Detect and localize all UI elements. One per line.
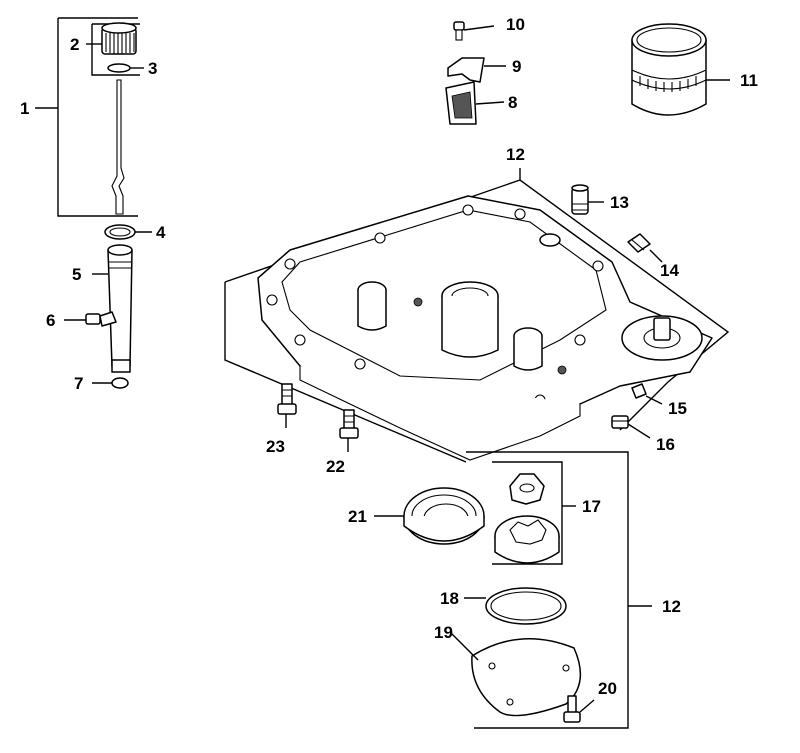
callout-labels: 1 2 3 4 5 6 7 8 9 10 11 12 12 13 14 15 1…	[20, 15, 758, 698]
callout-8: 8	[508, 93, 517, 112]
part-bolt-22	[339, 409, 359, 439]
callout-1: 1	[20, 99, 29, 118]
callout-6: 6	[46, 311, 55, 330]
part-oil-seal	[403, 487, 485, 545]
callout-22: 22	[326, 457, 345, 476]
callout-20: 20	[598, 679, 617, 698]
callout-21: 21	[348, 507, 367, 526]
callout-11: 11	[740, 71, 758, 90]
part-plug-15	[631, 383, 647, 399]
rotor-group-bracket-17	[492, 461, 563, 565]
callout-5: 5	[72, 265, 81, 284]
callout-15: 15	[668, 399, 687, 418]
pump-group-outline-12	[466, 451, 629, 729]
part-tube-screw	[85, 311, 117, 327]
callout-4: 4	[156, 223, 166, 242]
part-pipe-plug-16	[611, 415, 629, 429]
callout-3: 3	[148, 59, 157, 78]
part-outer-rotor	[494, 515, 560, 564]
callout-10: 10	[506, 15, 525, 34]
part-filter-screen	[445, 81, 477, 125]
part-dipstick-blade	[111, 79, 125, 215]
callout-9: 9	[512, 57, 521, 76]
part-pump-cover	[471, 637, 582, 717]
part-bolt-23	[277, 383, 297, 415]
callout-12-top: 12	[506, 145, 525, 164]
callout-12-bottom: 12	[662, 597, 681, 616]
callout-13: 13	[610, 193, 629, 212]
callout-17: 17	[582, 497, 601, 516]
part-cover-screw	[563, 695, 581, 723]
part-inner-rotor	[509, 473, 545, 505]
part-oil-pan	[257, 195, 713, 461]
part-tube-bottom-oring	[111, 377, 129, 389]
part-dipstick-cap	[101, 22, 137, 55]
part-cap-oring	[107, 63, 131, 73]
part-fitting-14	[627, 233, 651, 253]
callout-2: 2	[70, 35, 79, 54]
dipstick-group-bracket	[35, 17, 138, 217]
callout-18: 18	[440, 589, 459, 608]
callout-23: 23	[266, 437, 285, 456]
part-plug-13	[571, 184, 589, 215]
part-dipstick-tube	[107, 244, 133, 373]
callout-7: 7	[74, 374, 83, 393]
part-oil-filter	[631, 23, 707, 116]
callout-14: 14	[660, 261, 679, 280]
part-small-screw	[453, 21, 465, 41]
callout-16: 16	[656, 435, 675, 454]
part-small-bracket	[447, 57, 485, 83]
callout-19: 19	[434, 623, 453, 642]
leader-lines	[64, 25, 730, 713]
